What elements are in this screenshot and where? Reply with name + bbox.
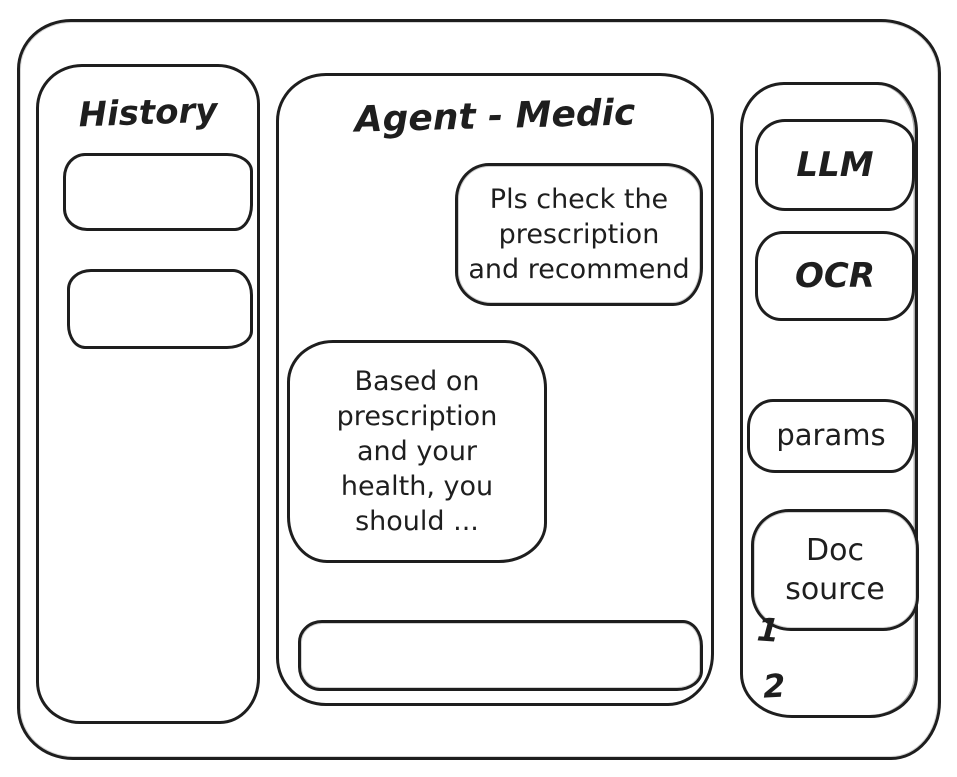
footnote-1: 1 [755, 610, 781, 650]
user-message-bubble: Pls check the prescription and recommend [455, 163, 703, 306]
history-item-1[interactable] [63, 153, 253, 231]
history-panel-title: History [77, 90, 219, 136]
history-panel: History [36, 64, 260, 724]
tools-panel: LLM OCR params Doc source 1 2 [740, 82, 919, 718]
doc-source-button[interactable]: Doc source [751, 509, 919, 631]
chat-panel: Agent - Medic Pls check the prescription… [276, 73, 714, 706]
params-button[interactable]: params [747, 399, 915, 473]
llm-button[interactable]: LLM [755, 119, 915, 211]
history-item-2[interactable] [67, 269, 253, 349]
chat-message-input[interactable] [298, 620, 703, 691]
ocr-button[interactable]: OCR [755, 231, 915, 321]
chat-panel-title: Agent - Medic [354, 92, 636, 141]
footnote-2: 2 [762, 666, 787, 706]
assistant-message-bubble: Based on prescription and your health, y… [287, 340, 547, 563]
